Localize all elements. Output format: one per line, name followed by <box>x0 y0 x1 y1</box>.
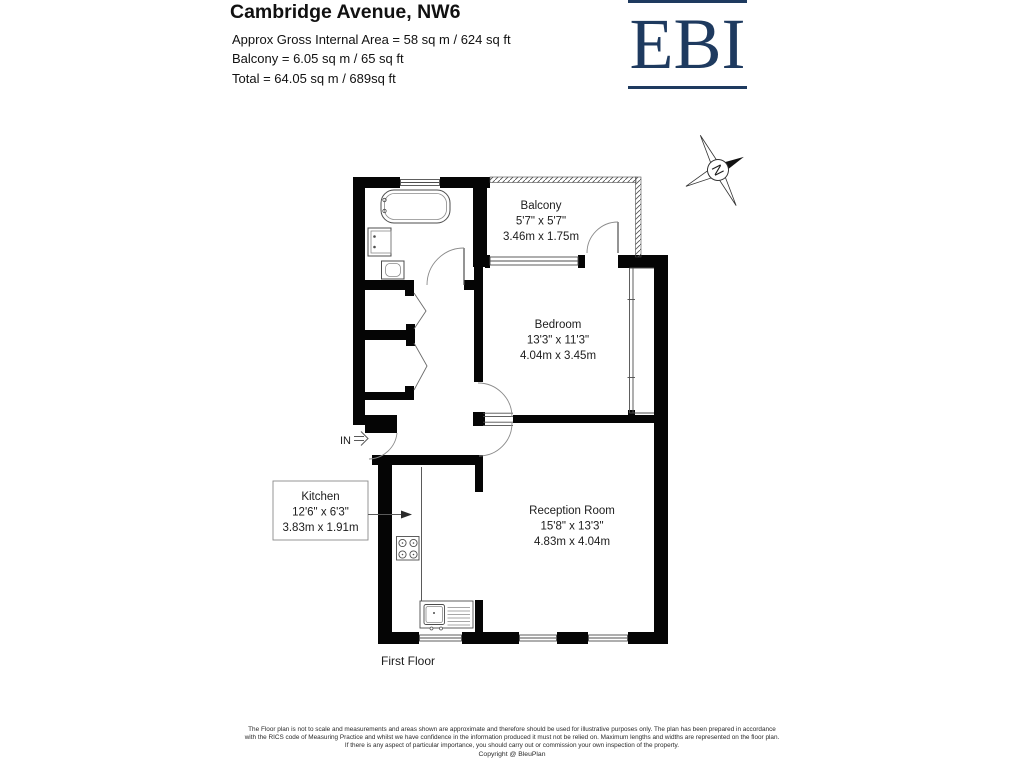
entrance-label: IN <box>340 435 351 447</box>
wall-hall-floor <box>372 455 475 465</box>
balcony-metric: 3.46m x 1.75m <box>503 231 579 243</box>
reception-metric: 4.83m x 4.04m <box>534 536 610 548</box>
page-title: Cambridge Avenue, NW6 <box>230 1 461 23</box>
copyright: Copyright @ BleuPlan <box>478 751 546 759</box>
reception-label: Reception Room 15'8" x 13'3" 4.83m x 4.0… <box>529 505 615 548</box>
walls <box>353 177 668 644</box>
wall-kitchen-reception-lower <box>475 600 483 644</box>
bathtub <box>380 189 451 224</box>
wall-kitchen-reception-upper <box>475 455 483 492</box>
balcony-bedroom-window <box>489 255 579 268</box>
balcony-door <box>586 221 619 254</box>
wall-door-hinge-block <box>473 412 485 426</box>
kitchen-label-box: Kitchen 12'6" x 6'3" 3.83m x 1.91m <box>272 480 369 541</box>
entrance-marker: IN <box>340 431 369 447</box>
compass: N <box>685 135 744 206</box>
compass-hub <box>707 159 729 181</box>
wall-closet-mid <box>365 330 408 340</box>
entrance-arrow-icon <box>354 431 369 446</box>
reception-imperial: 15'8" x 13'3" <box>540 521 603 533</box>
logo-bottom-rule <box>628 86 747 89</box>
balcony-imperial: 5'7" x 5'7" <box>516 216 566 228</box>
disclaimer: The Floor plan is not to scale and measu… <box>0 726 1024 759</box>
disclaimer-line-1: The Floor plan is not to scale and measu… <box>248 726 776 733</box>
wall-closet-mid-cap <box>406 324 415 346</box>
balcony-area: Balcony = 6.05 sq m / 65 sq ft <box>232 51 404 67</box>
wall-bathroom-floor-right <box>464 280 483 290</box>
glazing-junction-top <box>628 263 635 268</box>
total-area: Total = 64.05 sq m / 689sq ft <box>232 70 396 86</box>
closet-door-1 <box>413 292 427 330</box>
disclaimer-line-3: If there is any aspect of particular imp… <box>344 742 680 750</box>
area-summary: Approx Gross Internal Area = 58 sq m / 6… <box>232 30 511 88</box>
bedroom-bay-window <box>627 267 654 414</box>
wall-kitchen-left <box>378 455 392 644</box>
bedroom-imperial: 13'3" x 11'3" <box>527 335 589 347</box>
doors <box>368 221 619 460</box>
stove <box>396 536 420 561</box>
wall-balcony-window-jamb-right <box>578 255 585 268</box>
logo-text: EBI <box>629 4 746 84</box>
disclaimer-line-2: with the RICS code of Measuring Practice… <box>244 734 780 742</box>
ebi-logo: EBI <box>628 0 747 89</box>
reception-name: Reception Room <box>529 505 615 517</box>
bedroom-door <box>477 382 513 418</box>
gross-internal-area: Approx Gross Internal Area = 58 sq m / 6… <box>232 32 511 47</box>
bathroom-door <box>426 247 465 286</box>
balcony-railing-top <box>489 176 637 183</box>
wall-closet-bottom <box>365 392 413 400</box>
wall-bath-balcony-divider <box>473 177 487 267</box>
bedroom-label: Bedroom 13'3" x 11'3" 4.04m x 3.45m <box>520 319 596 362</box>
wall-left <box>353 177 365 425</box>
fixtures <box>367 189 474 631</box>
bedroom-metric: 4.04m x 3.45m <box>520 350 596 362</box>
wall-bathroom-floor-cap <box>405 280 414 296</box>
wall-closet-bottom-cap <box>405 386 414 400</box>
balcony-label: Balcony 5'7" x 5'7" 3.46m x 1.75m <box>503 200 579 243</box>
kitchen-metric: 3.83m x 1.91m <box>282 522 358 534</box>
balcony-railing <box>489 176 642 258</box>
entrance-door <box>368 432 398 460</box>
wall-balcony-east <box>618 255 668 268</box>
kitchen-name: Kitchen <box>301 491 339 503</box>
wall-bathroom-floor-left <box>365 280 414 290</box>
reception-door <box>478 421 513 457</box>
bedroom-name: Bedroom <box>535 319 582 331</box>
bathroom-sink <box>367 227 392 257</box>
logo-top-rule <box>628 0 747 3</box>
drainer-lines <box>447 607 470 626</box>
wall-right <box>654 255 668 644</box>
floor-label: First Floor <box>381 654 435 668</box>
kitchen-leader-arrow <box>401 510 412 519</box>
wall-hall-bedroom-divider <box>474 267 483 382</box>
wall-balcony-window-jamb-left <box>485 255 490 268</box>
kitchen-sink-unit <box>419 600 474 631</box>
windows <box>400 177 654 644</box>
kitchen-window <box>419 632 462 644</box>
kitchen-imperial: 12'6" x 6'3" <box>292 507 349 519</box>
bathroom-window <box>400 177 440 188</box>
closet-door-2 <box>413 342 428 391</box>
reception-window-2 <box>588 632 628 644</box>
balcony-name: Balcony <box>521 200 562 212</box>
reception-window-1 <box>519 632 557 644</box>
wall-entrance-return <box>365 415 397 433</box>
toilet <box>381 260 405 280</box>
balcony-railing-right <box>635 176 642 258</box>
kitchen-leader <box>368 510 412 519</box>
wall-bedroom-reception-divider <box>513 415 654 423</box>
